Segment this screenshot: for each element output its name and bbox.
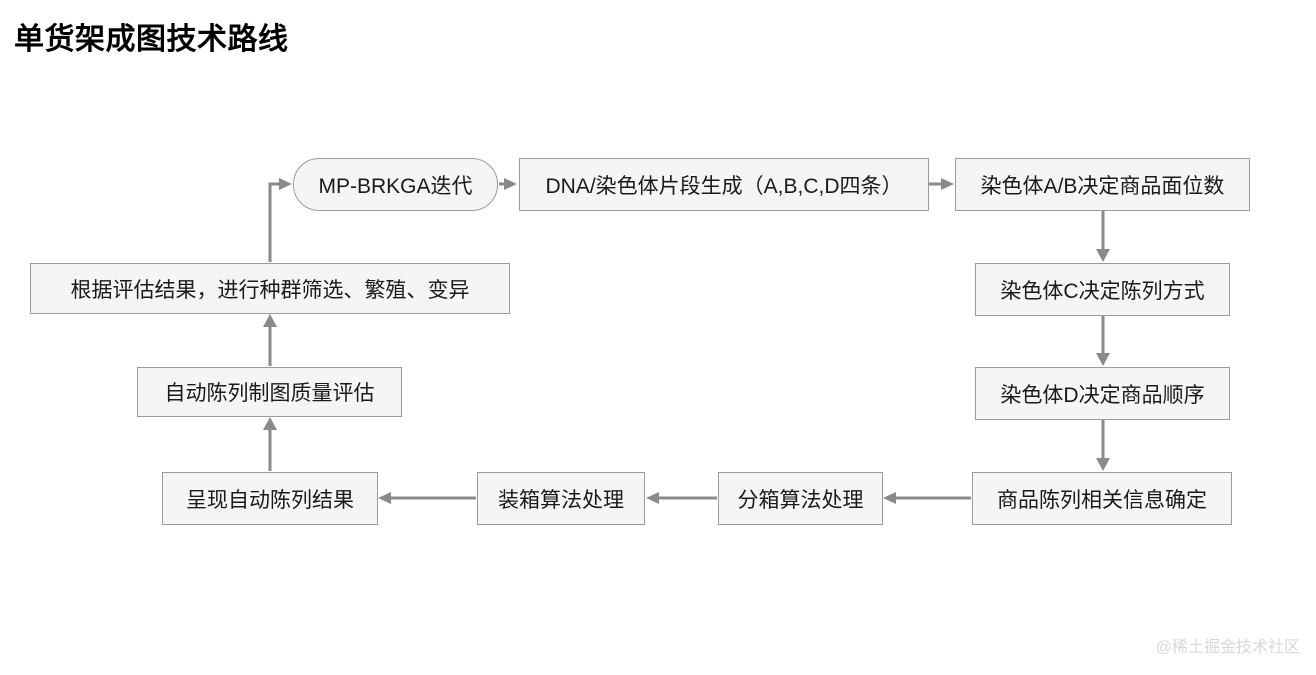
node-dna-generation-label: DNA/染色体片段生成（A,B,C,D四条） bbox=[545, 174, 903, 198]
node-mp-brkga-label: MP-BRKGA迭代 bbox=[318, 174, 473, 198]
edge-evolve-to-mpbrkga bbox=[268, 182, 281, 262]
node-bin-splitting-label: 分箱算法处理 bbox=[737, 488, 864, 512]
node-population-evolution[interactable]: 根据评估结果，进行种群筛选、繁殖、变异 bbox=[30, 263, 510, 314]
arrowhead-evolve-to-mpbrkga bbox=[279, 178, 292, 190]
node-info-confirmed-label: 商品陈列相关信息确定 bbox=[997, 488, 1207, 512]
arrowhead-binsplit-to-binpack bbox=[646, 492, 659, 504]
node-quality-evaluation[interactable]: 自动陈列制图质量评估 bbox=[137, 367, 402, 417]
node-bin-packing[interactable]: 装箱算法处理 bbox=[477, 472, 645, 525]
node-chromosome-d[interactable]: 染色体D决定商品顺序 bbox=[975, 367, 1230, 420]
node-chromosome-c[interactable]: 染色体C决定陈列方式 bbox=[975, 263, 1230, 316]
node-info-confirmed[interactable]: 商品陈列相关信息确定 bbox=[972, 472, 1232, 525]
arrowhead-binpack-to-present bbox=[378, 492, 391, 504]
node-bin-packing-label: 装箱算法处理 bbox=[498, 488, 624, 512]
watermark: @稀土掘金技术社区 bbox=[1155, 639, 1300, 656]
node-chromosome-d-label: 染色体D决定商品顺序 bbox=[1000, 383, 1205, 407]
page-title: 单货架成图技术路线 bbox=[14, 23, 289, 56]
node-bin-splitting[interactable]: 分箱算法处理 bbox=[718, 472, 883, 525]
node-chromosome-ab[interactable]: 染色体A/B决定商品面位数 bbox=[955, 158, 1250, 211]
node-population-evolution-label: 根据评估结果，进行种群筛选、繁殖、变异 bbox=[70, 278, 470, 302]
node-quality-evaluation-label: 自动陈列制图质量评估 bbox=[164, 382, 375, 405]
arrowhead-chrab-to-chrc bbox=[1096, 249, 1110, 262]
arrowhead-present-to-quality bbox=[263, 417, 277, 430]
node-dna-generation[interactable]: DNA/染色体片段生成（A,B,C,D四条） bbox=[519, 158, 929, 211]
node-chromosome-c-label: 染色体C决定陈列方式 bbox=[1000, 279, 1205, 303]
arrowhead-chrc-to-chrd bbox=[1096, 353, 1110, 366]
arrowhead-chrd-to-info bbox=[1096, 458, 1110, 471]
node-present-result[interactable]: 呈现自动陈列结果 bbox=[162, 472, 378, 525]
arrowhead-mpbrkga-to-dna bbox=[504, 178, 517, 190]
node-mp-brkga[interactable]: MP-BRKGA迭代 bbox=[293, 158, 498, 211]
node-chromosome-ab-label: 染色体A/B决定商品面位数 bbox=[980, 174, 1225, 198]
node-present-result-label: 呈现自动陈列结果 bbox=[186, 488, 354, 512]
arrowhead-info-to-binsplit bbox=[883, 492, 896, 504]
arrowhead-dna-to-chrab bbox=[941, 178, 954, 190]
arrowhead-quality-to-evolve bbox=[263, 314, 277, 327]
